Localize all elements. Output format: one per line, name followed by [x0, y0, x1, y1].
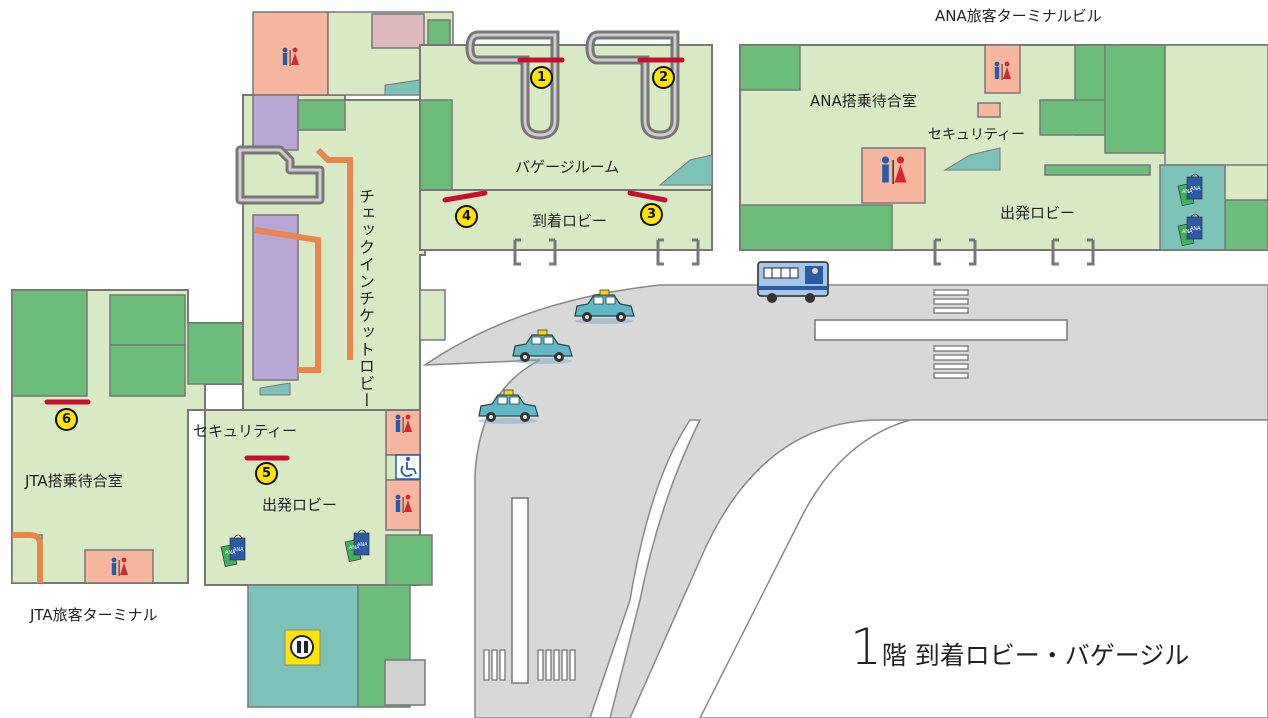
ana-waiting-label: ANA搭乗待合室 [810, 92, 917, 110]
checkin-lobby-label: チェックインチケットロビー [356, 188, 375, 409]
jta-departure-label: 出発ロビー [262, 496, 338, 514]
marker-4: 4 [455, 205, 478, 228]
marker-3: 3 [640, 203, 663, 226]
floor-title-text: 階 到着ロビー・バゲージル [881, 641, 1190, 670]
ana-security-label: セキュリティー [928, 127, 1026, 143]
jta-security-label: セキュリティー [193, 422, 298, 440]
ana-departure-label: 出発ロビー [1000, 204, 1076, 222]
jta-terminal-label: JTA旅客ターミナル [30, 606, 158, 624]
ana-terminal-label: ANA旅客ターミナルビル [935, 7, 1102, 25]
floor-title: 1階 到着ロビー・バゲージル [850, 618, 1189, 676]
marker-1: 1 [530, 66, 553, 89]
road [422, 284, 1268, 718]
floor-number: 1 [850, 618, 882, 676]
jta-waiting-label: JTA搭乗待合室 [25, 472, 123, 490]
marker-2: 2 [652, 66, 675, 89]
bus-icon [757, 261, 829, 303]
exit-bars [44, 57, 685, 461]
arrival-lobby-label: 到着ロビー [532, 212, 608, 230]
info-icon [284, 629, 321, 666]
baggage-room-label: バゲージルーム [515, 158, 620, 176]
marker-6: 6 [55, 408, 78, 431]
checkin-area [235, 11, 454, 411]
ana-terminal [739, 44, 1268, 251]
accessible-restroom-icon [395, 454, 421, 480]
marker-5: 5 [255, 462, 278, 485]
